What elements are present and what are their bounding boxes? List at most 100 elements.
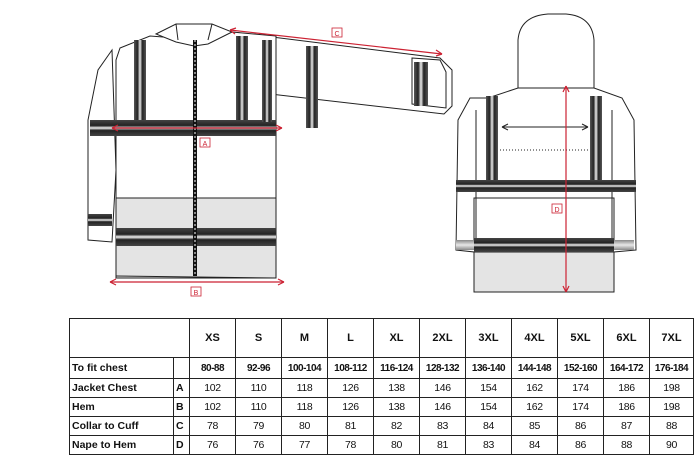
- table-cell: 84: [465, 416, 512, 436]
- table-cell: 198: [649, 397, 694, 417]
- measure-a-chest: [111, 124, 283, 148]
- table-cell: 86: [557, 435, 604, 455]
- table-cell: 76: [235, 435, 282, 455]
- table-cell: 80: [373, 435, 420, 455]
- size-header-7xl: 7XL: [649, 318, 694, 358]
- size-header-4xl: 4XL: [511, 318, 558, 358]
- front-reflective-bands: [88, 36, 428, 246]
- back-chest-band: [456, 180, 636, 192]
- row-label: Jacket Chest: [69, 378, 174, 398]
- table-cell: 79: [235, 416, 282, 436]
- table-cell: 138: [373, 397, 420, 417]
- table-cell: 162: [511, 378, 558, 398]
- front-cuff-band-left: [88, 214, 112, 226]
- back-chest-width-marker: [501, 123, 589, 131]
- table-cell: 146: [419, 378, 466, 398]
- table-cell: 126: [327, 397, 374, 417]
- table-cell: 186: [603, 397, 650, 417]
- table-cell: 100-104: [281, 357, 328, 379]
- table-cell: 81: [419, 435, 466, 455]
- table-cell: 118: [281, 378, 328, 398]
- table-cell: 164-172: [603, 357, 650, 379]
- row-label: To fit chest: [69, 357, 174, 379]
- table-cell: 108-112: [327, 357, 374, 379]
- front-vertical-band-right: [236, 36, 248, 126]
- back-vertical-band-left: [486, 96, 498, 188]
- measure-c-collar-to-cuff: [229, 27, 443, 57]
- table-cell: 81: [327, 416, 374, 436]
- back-cuff-band-left: [456, 240, 474, 250]
- row-letter: A: [173, 378, 190, 398]
- table-cell: 77: [281, 435, 328, 455]
- size-header-m: M: [281, 318, 328, 358]
- size-header-xl: XL: [373, 318, 420, 358]
- measure-b-label: B: [194, 290, 199, 297]
- table-cell: 76: [189, 435, 236, 455]
- table-cell: 154: [465, 378, 512, 398]
- measure-a-label: A: [203, 141, 208, 148]
- table-cell: 85: [511, 416, 558, 436]
- table-cell: 92-96: [235, 357, 282, 379]
- front-vertical-band-left: [134, 40, 146, 126]
- table-cell: 146: [419, 397, 466, 417]
- table-cell: 83: [465, 435, 512, 455]
- table-cell: 87: [603, 416, 650, 436]
- table-cell: 80: [281, 416, 328, 436]
- front-cuff-band-right: [414, 62, 428, 106]
- table-cell: 144-148: [511, 357, 558, 379]
- table-cell: 102: [189, 378, 236, 398]
- table-cell: 118: [281, 397, 328, 417]
- table-cell: 152-160: [557, 357, 604, 379]
- table-cell: 86: [557, 416, 604, 436]
- size-header-s: S: [235, 318, 282, 358]
- sleeve-vertical-band-2: [306, 46, 318, 128]
- row-letter: D: [173, 435, 190, 455]
- header-empty-cell: [69, 318, 190, 358]
- row-letter: C: [173, 416, 190, 436]
- sleeve-vertical-band-1: [262, 40, 272, 122]
- table-cell: 128-132: [419, 357, 466, 379]
- row-label: Nape to Hem: [69, 435, 174, 455]
- back-reflective-bands: [456, 96, 636, 252]
- size-header-6xl: 6XL: [603, 318, 650, 358]
- table-cell: 84: [511, 435, 558, 455]
- jacket-measurement-diagram: A B C: [87, 13, 637, 297]
- table-cell: 110: [235, 378, 282, 398]
- table-cell: 198: [649, 378, 694, 398]
- size-header-2xl: 2XL: [419, 318, 466, 358]
- table-cell: 78: [327, 435, 374, 455]
- measure-d-nape-to-hem: [551, 85, 570, 293]
- back-hem-band: [474, 238, 614, 252]
- table-cell: 88: [649, 416, 694, 436]
- table-cell: 110: [235, 397, 282, 417]
- back-vertical-band-right: [590, 96, 602, 188]
- row-letter: [173, 357, 190, 379]
- size-header-xs: XS: [189, 318, 236, 358]
- measure-d-label: D: [554, 207, 559, 214]
- size-header-5xl: 5XL: [557, 318, 604, 358]
- table-cell: 136-140: [465, 357, 512, 379]
- measure-c-label: C: [334, 31, 339, 38]
- row-letter: B: [173, 397, 190, 417]
- table-cell: 162: [511, 397, 558, 417]
- measure-b-hem: [109, 278, 285, 297]
- row-label: Collar to Cuff: [69, 416, 174, 436]
- table-cell: 154: [465, 397, 512, 417]
- table-cell: 83: [419, 416, 466, 436]
- table-cell: 138: [373, 378, 420, 398]
- table-cell: 82: [373, 416, 420, 436]
- table-cell: 174: [557, 397, 604, 417]
- size-header-3xl: 3XL: [465, 318, 512, 358]
- table-cell: 186: [603, 378, 650, 398]
- row-label: Hem: [69, 397, 174, 417]
- table-cell: 176-184: [649, 357, 694, 379]
- size-header-l: L: [327, 318, 374, 358]
- table-cell: 126: [327, 378, 374, 398]
- table-cell: 102: [189, 397, 236, 417]
